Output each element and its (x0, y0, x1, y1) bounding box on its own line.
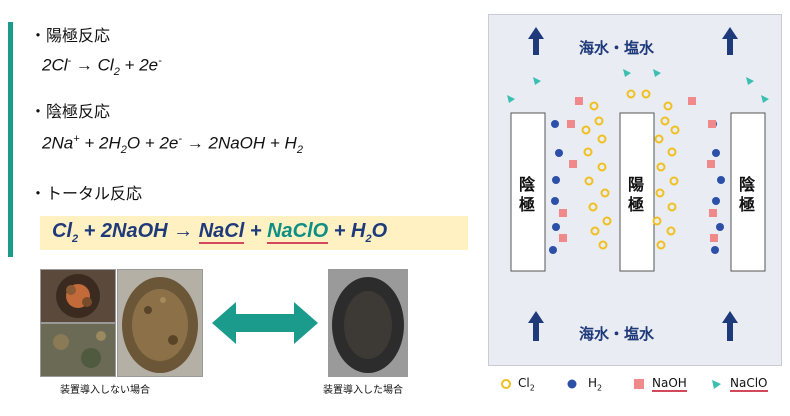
cathode-right (730, 112, 766, 272)
anode-reaction-heading: ・陽極反応 (30, 26, 111, 45)
legend-naoh: NaOH (652, 376, 687, 392)
anode-center (619, 112, 655, 272)
seawater-label-top: 海水・塩水 (579, 39, 655, 57)
flow-arrow-icon (722, 27, 738, 55)
legend-cl2: Cl2 (518, 376, 535, 393)
seawater-label-bottom: 海水・塩水 (579, 325, 655, 343)
comparison-double-arrow-icon (212, 302, 318, 344)
anode-label: 陽極 (628, 175, 645, 214)
cathode-right-label: 陰極 (739, 175, 756, 214)
pipe-photo-fouled-top-left (40, 269, 116, 323)
flow-arrow-icon (528, 311, 544, 341)
flow-arrow-icon (722, 311, 738, 341)
cl2-bubbles (581, 89, 680, 250)
total-equation: Cl2 + 2NaOH → NaCl + NaClO + H2O (52, 220, 388, 245)
caption-with-device: 装置導入した場合 (323, 385, 403, 396)
pipe-photo-fouled-bottom-left (40, 323, 116, 377)
naoh-particles (559, 97, 718, 242)
naclo-legend-icon (712, 380, 721, 389)
cathode-reaction-heading: ・陰極反応 (30, 102, 111, 121)
cathode-equation: 2Na+ + 2H2O + 2e- → 2NaOH + H2 (42, 133, 303, 157)
cathode-left (510, 112, 546, 272)
diagram-graphics (507, 27, 769, 341)
legend-naclo: NaClO (730, 376, 768, 392)
caption-without-device: 装置導入しない場合 (60, 385, 150, 396)
anode-equation: 2Cl- → Cl2 + 2e- (42, 55, 162, 79)
cathode-left-label: 陰極 (519, 175, 536, 214)
electrolysis-diagram: 海水・塩水 海水・塩水 陰極 陽極 陰極 (488, 14, 782, 366)
h2-legend-icon (567, 379, 577, 389)
flow-arrow-icon (528, 27, 544, 55)
pipe-photo-fouled-interior (117, 269, 203, 377)
accent-bar (8, 22, 13, 257)
naclo-particles (507, 69, 769, 103)
legend-h2: H2 (588, 376, 603, 393)
cl2-legend-icon (501, 379, 511, 389)
naoh-legend-icon (634, 379, 644, 389)
pipe-photo-clean-interior (328, 269, 408, 377)
total-equation-box (40, 216, 468, 250)
total-reaction-heading: ・トータル反応 (30, 184, 143, 203)
